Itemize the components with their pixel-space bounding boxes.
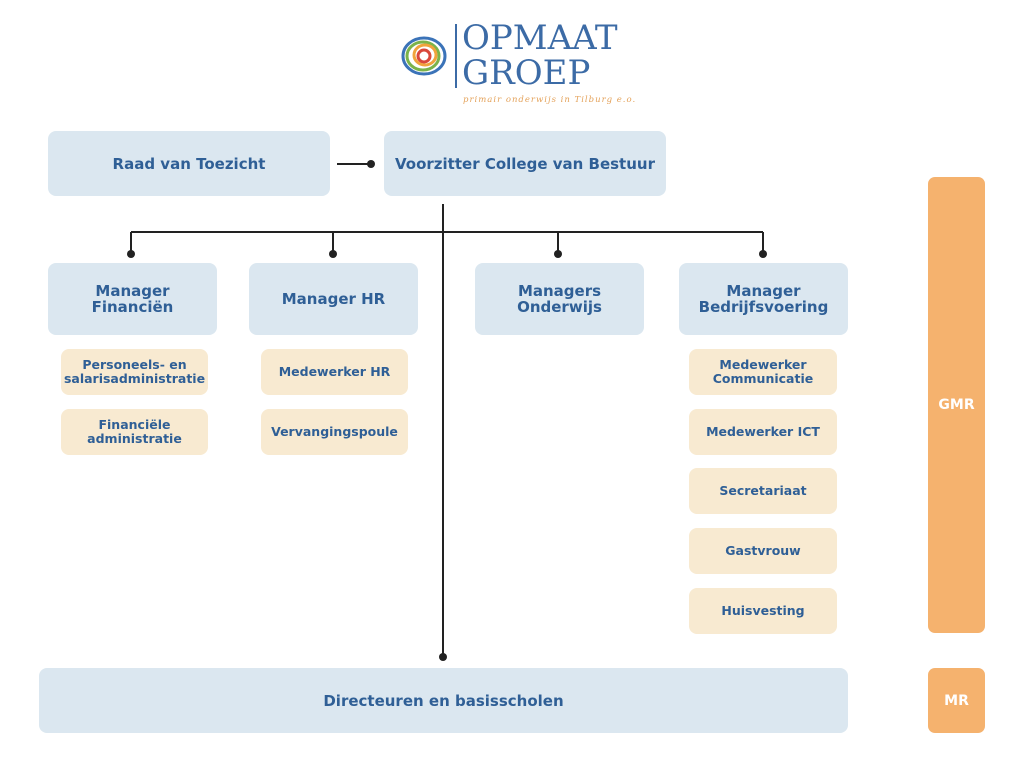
managers-education-box: Managers Onderwijs [475,263,644,335]
operations-staff-item: Huisvesting [689,588,837,634]
logo-divider [455,24,457,88]
dot-board [367,160,375,168]
gmr-bar: GMR [928,177,985,633]
mr-bar: MR [928,668,985,733]
dot-education [554,250,562,258]
executive-chair-box: Voorzitter College van Bestuur [384,131,666,196]
logo-swirl-icon [401,36,447,76]
dot-operations [759,250,767,258]
hr-staff-item: Medewerker HR [261,349,408,395]
manager-operations-box: Manager Bedrijfsvoering [679,263,848,335]
schools-box: Directeuren en basisscholen [39,668,848,733]
logo-tagline: primair onderwijs in Tilburg e.o. [463,95,637,105]
finance-staff-item: Financiële administratie [61,409,208,455]
manager-hr-box: Manager HR [249,263,418,335]
supervisory-board-box: Raad van Toezicht [48,131,330,196]
operations-staff-item: Medewerker ICT [689,409,837,455]
operations-staff-item: Medewerker Communicatie [689,349,837,395]
dot-schools [439,653,447,661]
operations-staff-item: Secretariaat [689,468,837,514]
hr-staff-item: Vervangingspoule [261,409,408,455]
manager-finance-box: Manager Financiën [48,263,217,335]
logo-title-line2: GROEP [462,53,591,93]
finance-staff-item: Personeels- en salarisadministratie [61,349,208,395]
logo-title-line1: OPMAAT [462,18,618,58]
dot-finance [127,250,135,258]
dot-hr [329,250,337,258]
operations-staff-item: Gastvrouw [689,528,837,574]
